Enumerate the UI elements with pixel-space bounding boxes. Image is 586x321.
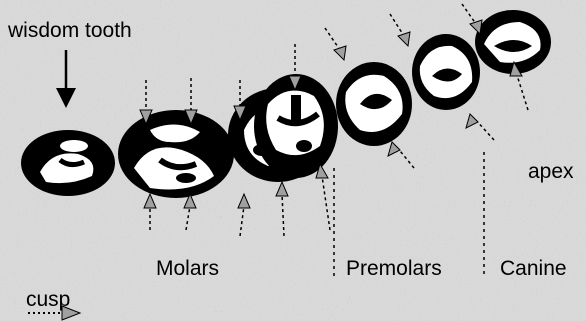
label-cusp: cusp <box>26 289 70 310</box>
label-wisdom-tooth: wisdom tooth <box>8 20 132 41</box>
tooth-molar-3 <box>118 110 234 198</box>
label-molars: Molars <box>156 258 219 279</box>
tooth-molar-1 <box>254 74 338 178</box>
label-canine: Canine <box>500 258 567 279</box>
tooth-premolar-1 <box>412 34 480 110</box>
tooth-wisdom <box>21 130 115 196</box>
tooth-premolar-2 <box>336 62 412 146</box>
label-apex: apex <box>528 161 574 182</box>
label-premolars: Premolars <box>346 258 442 279</box>
